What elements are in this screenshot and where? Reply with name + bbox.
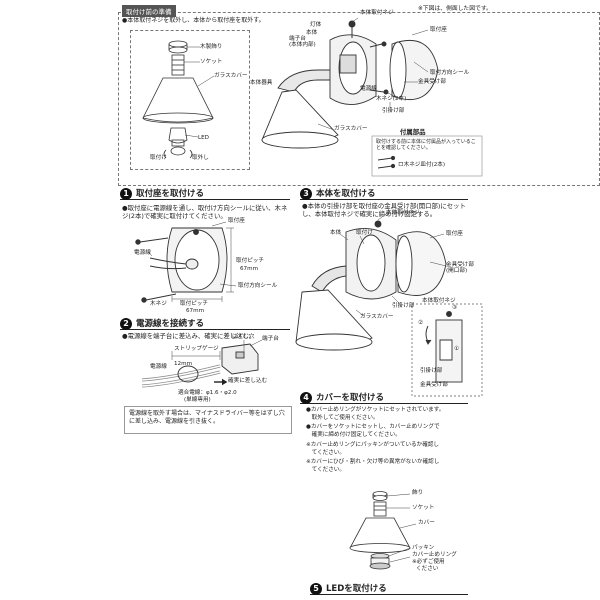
label-body: 本体 (306, 30, 318, 36)
prep-body-drawing (261, 34, 439, 149)
section-4-number: 4 (300, 392, 312, 404)
s2-label-wire2: (単線専用) (184, 397, 211, 403)
s3-label-body: 本体 (330, 230, 342, 236)
s2-label-strip: ストリップゲージ (174, 346, 219, 352)
s3-label-fit2: 金具受け部 (420, 382, 448, 388)
label-lamp-body: 本体器具 (250, 80, 273, 86)
s3-label-attach: 取付け (356, 230, 373, 236)
parts-box (371, 135, 483, 177)
s4-line: 取外してご使用ください。 (306, 415, 379, 421)
s3-label-step2: ② (418, 320, 424, 326)
s4-line: てください。 (306, 467, 345, 473)
s2-note-box: 電源線を取外す場合は、マイナスドライバー等をはずし穴に差し込み、電源線を引き抜く… (124, 406, 292, 434)
label-glass: ガラスカバー (334, 126, 368, 132)
s3-label-hook: 引掛け部 (392, 303, 415, 309)
s4-label-note2: ください (416, 566, 439, 572)
section-5-number: 5 (310, 583, 322, 595)
section-5-header: 5 LEDを取付ける (310, 583, 468, 595)
label-hand-screw: 本体取付ネジ (360, 10, 394, 16)
label-screw: 木ネジ(2本) (376, 96, 407, 102)
label-cover: ガラスカバー (214, 73, 248, 79)
s4-line: ※カバーにひび・割れ・欠け等の異常がないか確認し (306, 459, 440, 465)
s2-label-release: はずし穴 (232, 334, 255, 340)
section-2-text: ●電源線を端子台に差込み、確実に差し込む。 (122, 332, 256, 340)
parts-line: 取付けする前に本体に付属品が入っていることを確認してください。 (376, 139, 476, 152)
prep-title: 取付け前の準備 (122, 5, 176, 17)
parts-item: ロ木ネジ皿付(2本) (398, 162, 446, 168)
s1-label-power: 電源線 (134, 250, 151, 256)
s3-label-detail-screw: 本体取付ネジ (422, 298, 456, 304)
s3-label-screw: 本体取付ネジ (386, 210, 420, 216)
section-3-title: 本体を取付ける (316, 189, 376, 199)
parts-screw-icons (377, 155, 396, 169)
prep-inner-frame (130, 30, 250, 170)
prep-bullet: ●本体取付ネジを取外し、本体から取付座を取外す。 (122, 17, 265, 24)
label-bulb-holder: 灯体 (310, 22, 322, 28)
section-1-number: 1 (120, 188, 132, 200)
prep-screws (348, 20, 389, 95)
s2-label-insert: 確実に差し込む (228, 378, 268, 384)
label-cap: 電源線 (360, 86, 377, 92)
s3-label-glass: ガラスカバー (360, 314, 394, 320)
s1-label-base: 取付座 (228, 218, 245, 224)
s2-label-wire: 適合電線：φ1.6・φ2.0 (178, 390, 237, 396)
section-1-header: 1 取付座を取付ける (120, 188, 290, 200)
label-seal: 取付方向シール (430, 70, 470, 76)
s1-label-pitch-h-val: 67mm (186, 308, 205, 314)
top-note: ※下図は、側面した図です。 (418, 6, 492, 12)
section-1-title: 取付座を取付ける (136, 189, 205, 199)
s4-line: 確実に締め付け固定してください。 (306, 432, 401, 438)
s3-label-step3: ③ (452, 305, 458, 311)
section-5-title: LEDを取付ける (326, 584, 387, 594)
s4-line: ※カバー止めリングにパッキンがついているか確認し (306, 442, 440, 448)
s1-label-pitch-h: 取付ピッチ (180, 301, 208, 307)
s1-label-pitch-v-val: 67mm (240, 266, 259, 272)
s3-label-fit: 金具受け部 (開口部) (446, 262, 474, 275)
section-4-header: 4 カバーを取付ける (300, 392, 468, 404)
section-4-title: カバーを取付ける (316, 393, 385, 403)
label-terminal-block: 端子台 (本体内部) (289, 36, 316, 49)
s2-label-len: 12mm (174, 361, 193, 367)
label-fit-hole: 金具受け部 (418, 79, 446, 85)
s4-line: てください。 (306, 450, 345, 456)
prep-lamp-drawing (142, 40, 214, 159)
label-base: 取付座 (430, 27, 447, 33)
s2-note: 電源線を取外す場合は、マイナスドライバー等をはずし穴に差し込み、電源線を引き抜く… (129, 410, 285, 425)
section-3-number: 3 (300, 188, 312, 200)
s4-label-ring: 飾り (412, 490, 424, 496)
section-3-header: 3 本体を取付ける (300, 188, 468, 200)
section-1-text: ●取付座に電源線を通し、取付け方向シールに従い、木ネジ(2本)で確実に取付けてく… (122, 204, 288, 220)
parts-title: 付属部品 (400, 128, 426, 136)
s4-label-cover: カバー (418, 520, 435, 526)
section-2-number: 2 (120, 318, 132, 330)
section-3-text: ●本体の引掛け部を取付座の金具受け部(開口部)にセットし、本体取付ネジで確実に締… (302, 202, 466, 218)
s2-label-power: 電源線 (150, 364, 167, 370)
label-led: LED (198, 135, 209, 141)
s2-label-terminal: 端子台 (262, 336, 279, 342)
label-socket: ソケット (200, 59, 223, 65)
s4-label-note1: ※必ずご使用 (412, 559, 445, 565)
section-2-title: 電源線を接続する (136, 319, 205, 329)
label-ring: 木製飾り (200, 44, 223, 50)
s1-label-seal: 取付方向シール (238, 283, 278, 289)
s1-label-pitch-v: 取付ピッチ (236, 258, 264, 264)
s4-label-socket: ソケット (412, 505, 435, 511)
label-remove: 取外し (192, 155, 209, 161)
section-2-header: 2 電源線を接続する (120, 318, 290, 330)
s3-label-hook2: 引掛け部 (420, 368, 443, 374)
s3-label-step1: ① (454, 346, 460, 352)
s1-label-screw: 木ネジ (150, 301, 167, 307)
s3-label-base: 取付座 (446, 231, 463, 237)
label-attach: 取付け (150, 155, 167, 161)
label-lead: 引掛け部 (382, 108, 405, 114)
s4-label-packing: パッキン (412, 545, 435, 551)
s4-line: ●カバーをソケットにセットし、カバー止めリングで (306, 424, 440, 430)
s4-line: ●カバー止めリングがソケットにセットされています。 (306, 407, 445, 413)
s4-label-cover-ring: カバー止めリング (412, 552, 457, 558)
